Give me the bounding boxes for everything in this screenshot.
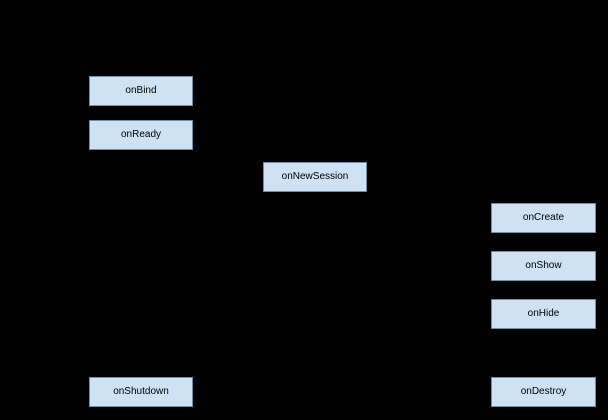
diagram-node-label: onReady xyxy=(120,129,162,140)
diagram-node-onReady: onReady xyxy=(89,120,193,150)
diagram-node-label: onCreate xyxy=(522,212,565,223)
diagram-node-label: onBind xyxy=(125,85,157,96)
diagram-node-label: onNewSession xyxy=(281,171,349,182)
diagram-node-onCreate: onCreate xyxy=(491,203,596,233)
diagram-node-onHide: onHide xyxy=(491,299,596,329)
diagram-node-onShow: onShow xyxy=(491,251,596,281)
diagram-node-label: onShow xyxy=(525,260,562,271)
diagram-node-onNewSession: onNewSession xyxy=(263,162,367,192)
diagram-node-label: onHide xyxy=(527,308,560,319)
diagram-node-onBind: onBind xyxy=(89,76,193,106)
diagram-node-label: onShutdown xyxy=(113,386,169,397)
diagram-node-label: onDestroy xyxy=(520,386,567,397)
diagram-node-onDestroy: onDestroy xyxy=(491,377,596,407)
diagram-node-onShutdown: onShutdown xyxy=(89,377,193,407)
